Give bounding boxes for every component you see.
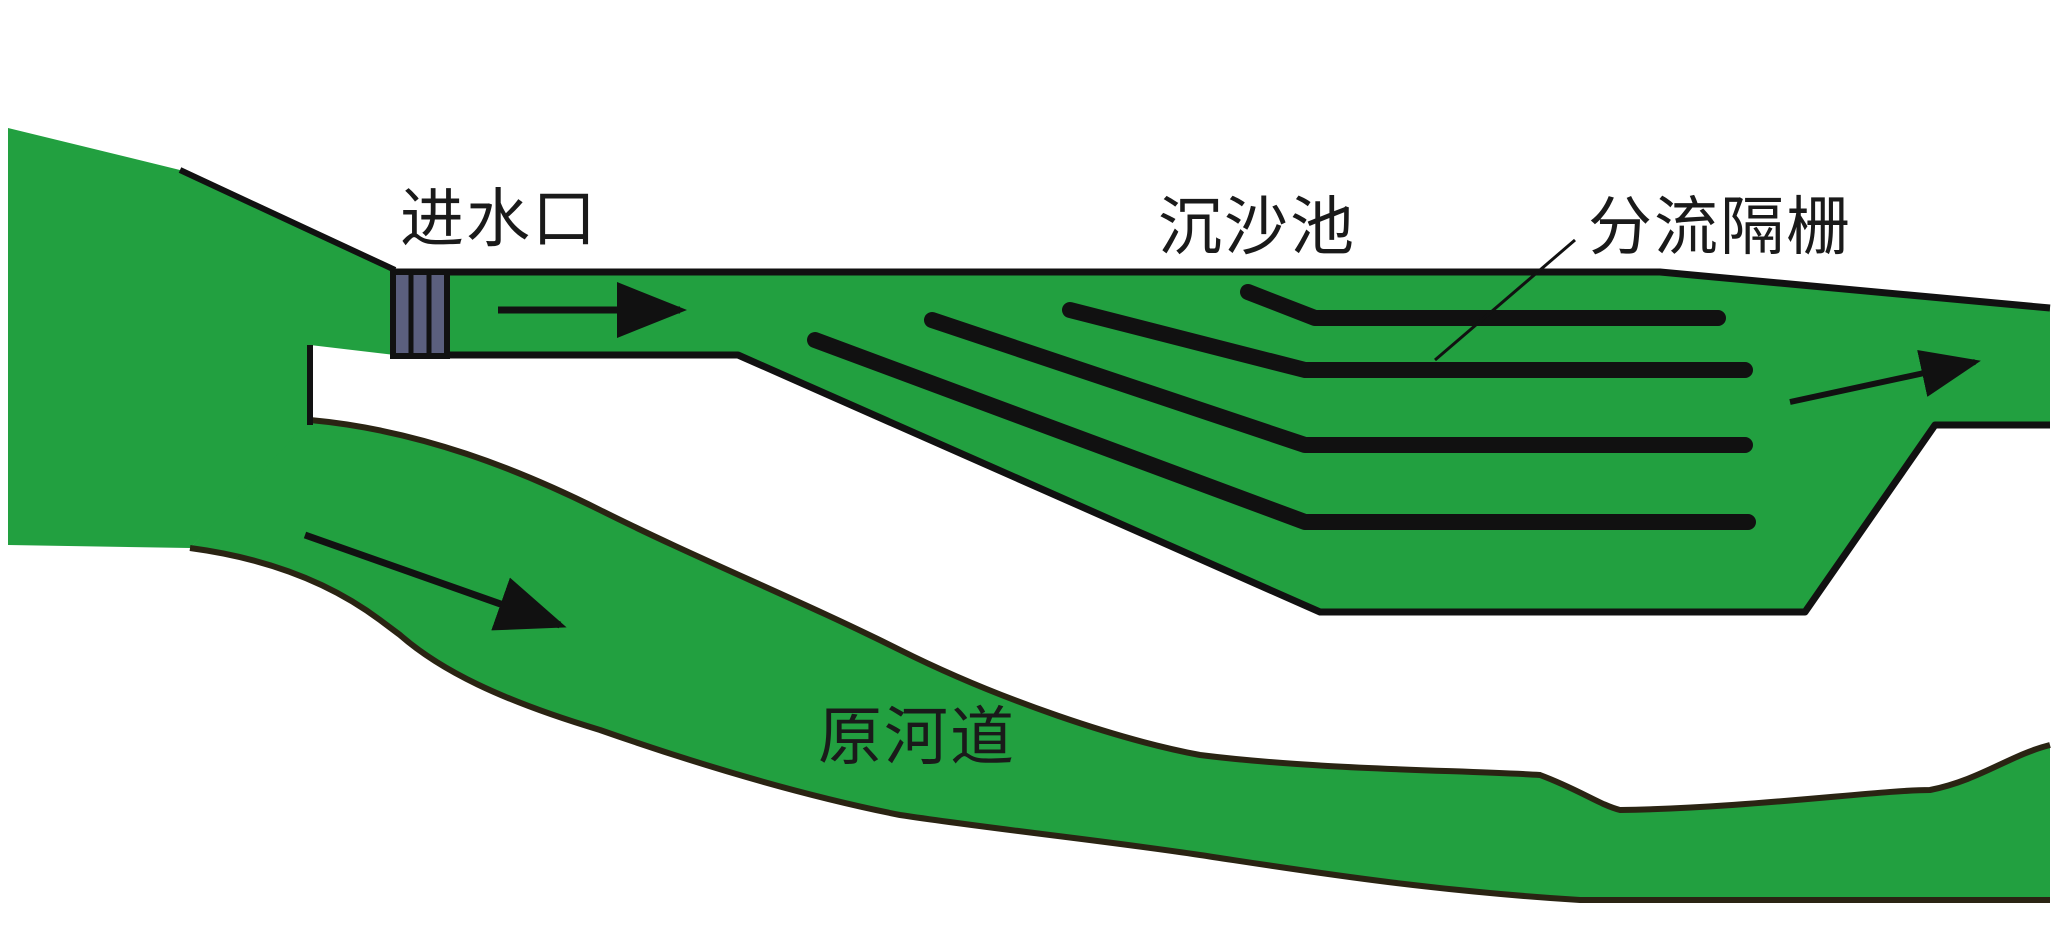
grate-bar xyxy=(1240,284,1726,326)
grate-bar xyxy=(924,312,1753,453)
grate-leader-line xyxy=(1434,238,1576,362)
settling-basin-label: 沉沙池 xyxy=(1158,191,1356,265)
upstream-river-bank xyxy=(178,167,397,273)
original-channel-label: 原河道 xyxy=(818,701,1016,775)
original-channel-lower-bank xyxy=(189,545,2050,903)
intake-gate xyxy=(390,269,450,359)
grate-bar xyxy=(1062,302,1753,378)
settling-basin-outline xyxy=(395,268,2051,616)
upstream-river xyxy=(8,128,395,548)
original-channel-upper-bank xyxy=(309,417,2051,814)
original-river-channel xyxy=(190,420,2050,900)
flow-arrow-channel xyxy=(303,531,567,631)
flow-arrow-outlet xyxy=(1789,349,1981,405)
grate-bar xyxy=(807,332,1756,530)
intake-label: 进水口 xyxy=(400,183,598,257)
diversion-grate-label: 分流隔栅 xyxy=(1588,191,1852,265)
